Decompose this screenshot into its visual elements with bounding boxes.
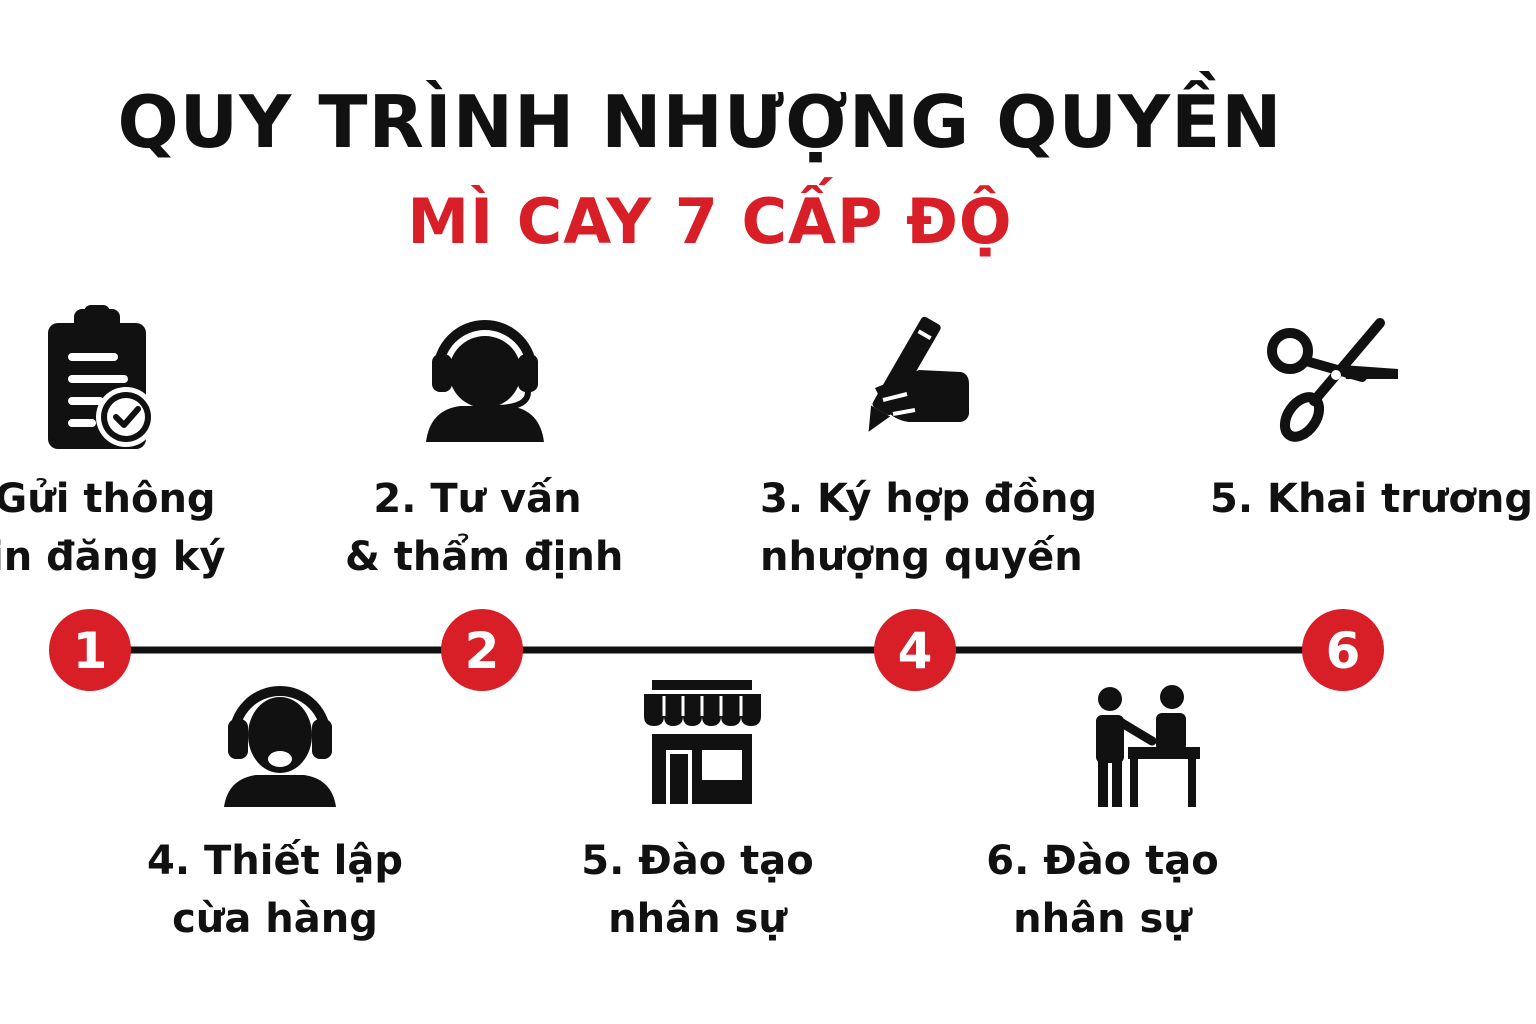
storefront-icon <box>644 680 761 804</box>
headset-icon <box>426 320 544 442</box>
scissors-icon <box>1267 318 1398 442</box>
svg-text:6: 6 <box>1326 622 1361 680</box>
timeline-node: 2 <box>441 609 523 691</box>
timeline-node: 6 <box>1302 609 1384 691</box>
svg-text:1: 1 <box>73 622 108 680</box>
step-label: 5. Khai trương <box>1210 476 1533 522</box>
step-label: 2. Tư vấn& thẩm định <box>345 476 624 580</box>
hand-pen-icon <box>868 316 969 432</box>
page-title: QUY TRÌNH NHƯỢNG QUYỀN <box>117 80 1283 164</box>
svg-text:4: 4 <box>898 622 933 680</box>
headset-icon <box>224 686 336 807</box>
clipboard-check-icon <box>48 305 156 449</box>
timeline-node: 1 <box>49 609 131 691</box>
page-subtitle: MÌ CAY 7 CẤP ĐỘ <box>407 185 1013 258</box>
svg-text:2: 2 <box>465 622 500 680</box>
training-people-icon <box>1096 685 1200 807</box>
timeline: 1 2 4 6 <box>49 609 1384 691</box>
timeline-node: 4 <box>874 609 956 691</box>
